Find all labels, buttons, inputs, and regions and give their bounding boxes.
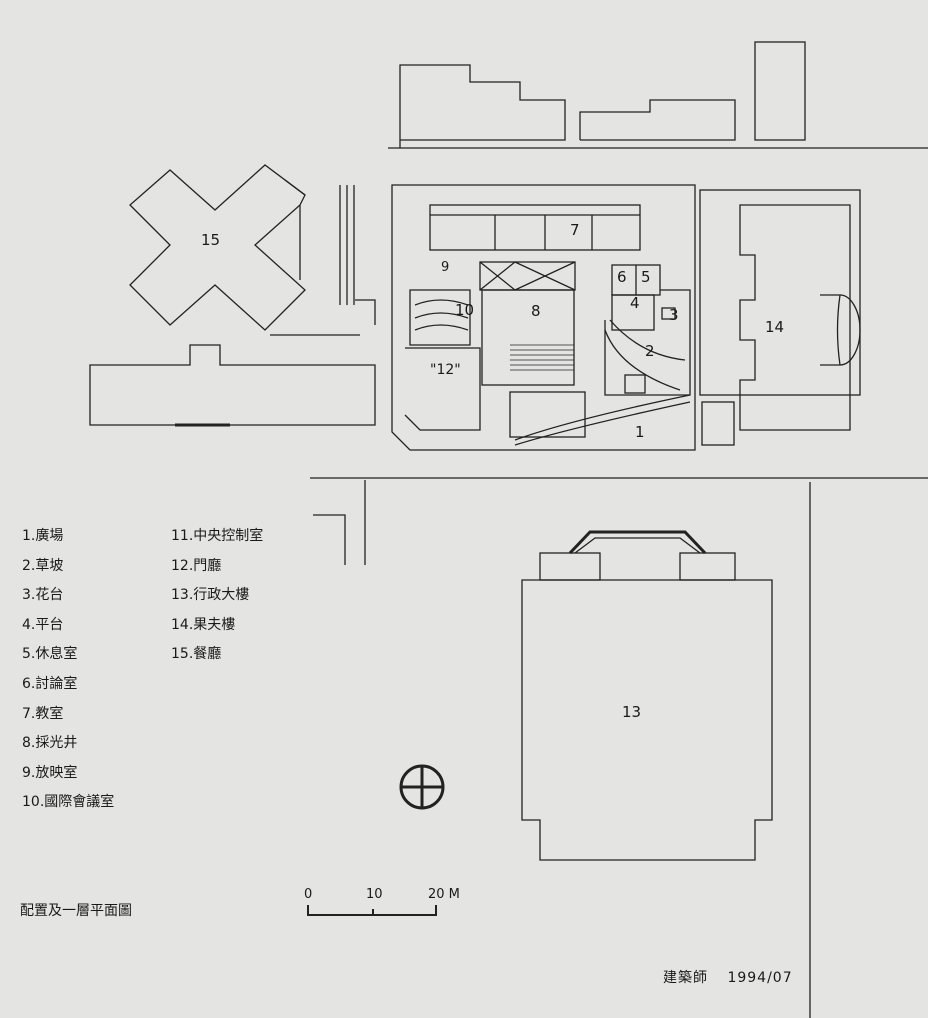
building-13-admin (521, 530, 773, 861)
room-label-7: 7 (570, 221, 580, 239)
room-label-6: 6 (617, 268, 627, 286)
scale-label-0: 0 (304, 887, 313, 902)
legend-left: 1.廣場 2.草坡 3.花台 4.平台 5.休息室 6.討論室 7.教室 8.採… (22, 522, 114, 818)
drawing-title: 配置及一層平面圖 (20, 903, 132, 919)
room-label-14: 14 (765, 318, 785, 336)
legend-item: 10.國際會議室 (22, 794, 115, 811)
building-14 (699, 189, 861, 446)
legend-item: 7.教室 (22, 705, 64, 722)
legend-item: 5.休息室 (22, 646, 78, 663)
room-label-2: 2 (645, 342, 655, 360)
room-label-9: 9 (441, 260, 450, 275)
drawing-date: 1994/07 (727, 970, 793, 986)
room-label-1: 1 (635, 423, 645, 441)
legend-item: 6.討論室 (22, 675, 78, 692)
legend-right: 11.中央控制室 12.門廳 13.行政大樓 14.果夫樓 15.餐廳 (171, 522, 263, 670)
building-west (89, 344, 376, 426)
legend-item: 8.採光井 (22, 735, 78, 752)
north-arrow-icon (399, 764, 445, 810)
north-buildings (388, 41, 928, 149)
room-label-3: 3 (669, 306, 679, 324)
legend-item: 12.門廳 (171, 557, 222, 574)
legend-item: 3.花台 (22, 587, 64, 604)
legend-item: 2.草坡 (22, 557, 64, 574)
roads (310, 477, 928, 1018)
room-label-12: "12" (430, 362, 461, 378)
legend-item: 4.平台 (22, 616, 64, 633)
legend-item: 13.行政大樓 (171, 587, 250, 604)
credit-line: 建築師 1994/07 (663, 967, 793, 987)
scale-label-20m: 20 M (428, 887, 460, 902)
legend-item: 9.放映室 (22, 764, 78, 781)
legend-item: 14.果夫樓 (171, 616, 236, 633)
scale-label-10: 10 (366, 887, 383, 902)
legend-item: 1.廣場 (22, 528, 64, 544)
room-label-15: 15 (201, 231, 221, 249)
room-label-13: 13 (622, 703, 642, 721)
legend-item: 11.中央控制室 (171, 528, 264, 544)
room-label-4: 4 (630, 294, 640, 312)
room-label-8: 8 (531, 302, 541, 320)
architect-label: 建築師 (663, 970, 708, 986)
room-label-10: 10 (455, 301, 475, 319)
building-15-dining (129, 164, 376, 336)
room-label-5: 5 (641, 268, 651, 286)
legend-item: 15.餐廳 (171, 646, 222, 663)
main-building (391, 184, 696, 451)
